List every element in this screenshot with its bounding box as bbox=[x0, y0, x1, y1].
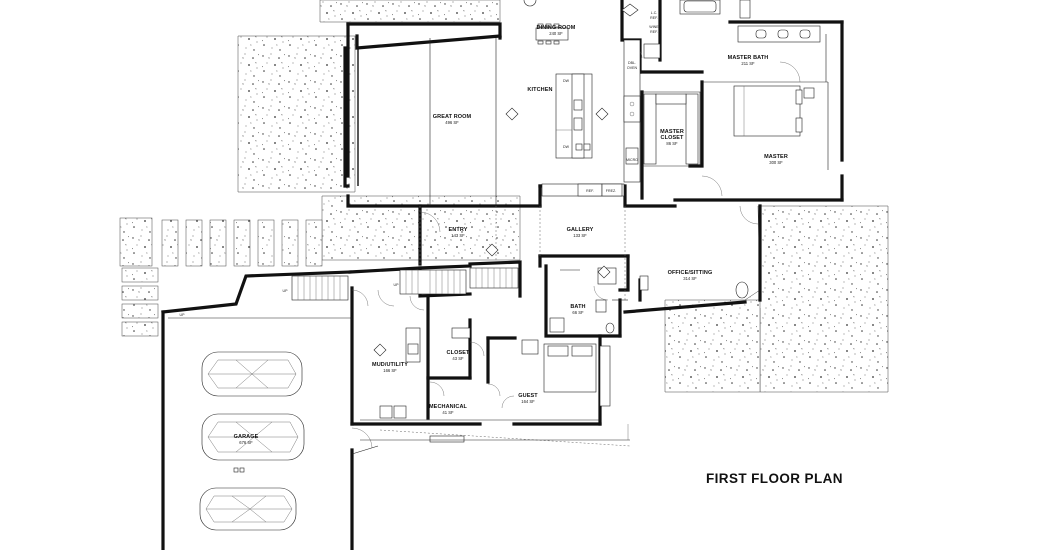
wine-label: WINE bbox=[649, 25, 659, 29]
ref-label-2: REF. bbox=[650, 30, 658, 34]
up-label-3: UP bbox=[180, 313, 186, 317]
guest-label: GUEST bbox=[518, 393, 538, 399]
great-room-label: GREAT ROOM bbox=[433, 114, 472, 120]
dw-label-2: DW bbox=[563, 145, 570, 149]
dining-table bbox=[523, 0, 569, 45]
master-closet-area: 86 SF bbox=[666, 141, 678, 146]
office-label: OFFICE/SITTING bbox=[668, 270, 713, 276]
master-bath-fixtures bbox=[643, 0, 821, 59]
dw-label-1: DW bbox=[563, 79, 570, 83]
guest-bed bbox=[521, 339, 611, 407]
bath-label: BATH bbox=[570, 304, 585, 310]
mud-utility-label: MUD/UTILITY bbox=[372, 362, 408, 368]
garage-area: 676 SF bbox=[239, 440, 253, 445]
closet-label: CLOSET bbox=[447, 350, 470, 356]
interior-lines bbox=[168, 34, 829, 447]
bath-area: 66 SF bbox=[572, 310, 584, 315]
master-bath-label: MASTER BATH bbox=[728, 55, 769, 61]
car-2 bbox=[201, 413, 305, 461]
stairs bbox=[291, 267, 519, 301]
garage-label: GARAGE bbox=[234, 434, 259, 440]
great-room-area: 496 SF bbox=[445, 120, 459, 125]
kitchen-counters bbox=[541, 39, 641, 197]
section-markers bbox=[373, 3, 639, 357]
gallery-area: 133 SF bbox=[573, 233, 587, 238]
garage-markers bbox=[233, 467, 245, 473]
entry-label: ENTRY bbox=[449, 227, 468, 233]
hall-bath-fixtures bbox=[549, 267, 617, 334]
car-1 bbox=[201, 351, 303, 397]
mud-utility-area: 166 SF bbox=[383, 368, 397, 373]
mechanical-area: 41 SF bbox=[442, 410, 454, 415]
master-bath-area: 211 SF bbox=[741, 61, 755, 66]
room-labels: DINING ROOM 240 SF KITCHEN GREAT ROOM 49… bbox=[234, 25, 788, 445]
master-closet-label-2: CLOSET bbox=[661, 135, 684, 141]
driveway-edge bbox=[351, 424, 630, 455]
closet-shelves bbox=[643, 93, 699, 165]
dbl-oven-label-1: DBL. bbox=[628, 61, 636, 65]
up-label-1: UP bbox=[283, 289, 289, 293]
ref-label-1: REF. bbox=[650, 16, 658, 20]
plan-title: FIRST FLOOR PLAN bbox=[706, 471, 843, 486]
master-closet-label-1: MASTER bbox=[660, 129, 684, 135]
dining-room-area: 240 SF bbox=[549, 31, 563, 36]
exterior-walls bbox=[161, 0, 844, 550]
office-area: 314 SF bbox=[683, 276, 697, 281]
freezer-label: FREZ. bbox=[606, 189, 616, 193]
master-label: MASTER bbox=[764, 154, 788, 160]
lc-label: L.C. bbox=[651, 11, 658, 15]
mechanical-label: MECHANICAL bbox=[429, 404, 468, 410]
dining-room-label: DINING ROOM bbox=[537, 25, 576, 31]
guest-area: 164 SF bbox=[521, 399, 535, 404]
ref-label-3: REF. bbox=[586, 189, 594, 193]
gallery-label: GALLERY bbox=[567, 227, 594, 233]
closet-area: 43 SF bbox=[452, 356, 464, 361]
kitchen-label: KITCHEN bbox=[527, 87, 552, 93]
up-label-2: UP bbox=[394, 283, 400, 287]
entry-area: 143 SF bbox=[451, 233, 465, 238]
dbl-oven-label-2: OVEN bbox=[627, 66, 638, 70]
car-3 bbox=[199, 487, 297, 531]
utility-fixtures bbox=[379, 327, 471, 443]
pavers bbox=[119, 217, 323, 337]
fixture-labels: L.C. REF. WINE REF. DBL. OVEN MICRO REF.… bbox=[180, 11, 660, 317]
master-bed bbox=[733, 85, 815, 137]
micro-label: MICRO bbox=[626, 158, 638, 162]
office-fixtures bbox=[639, 275, 749, 299]
master-area: 300 SF bbox=[769, 160, 783, 165]
kitchen-island bbox=[555, 73, 593, 159]
